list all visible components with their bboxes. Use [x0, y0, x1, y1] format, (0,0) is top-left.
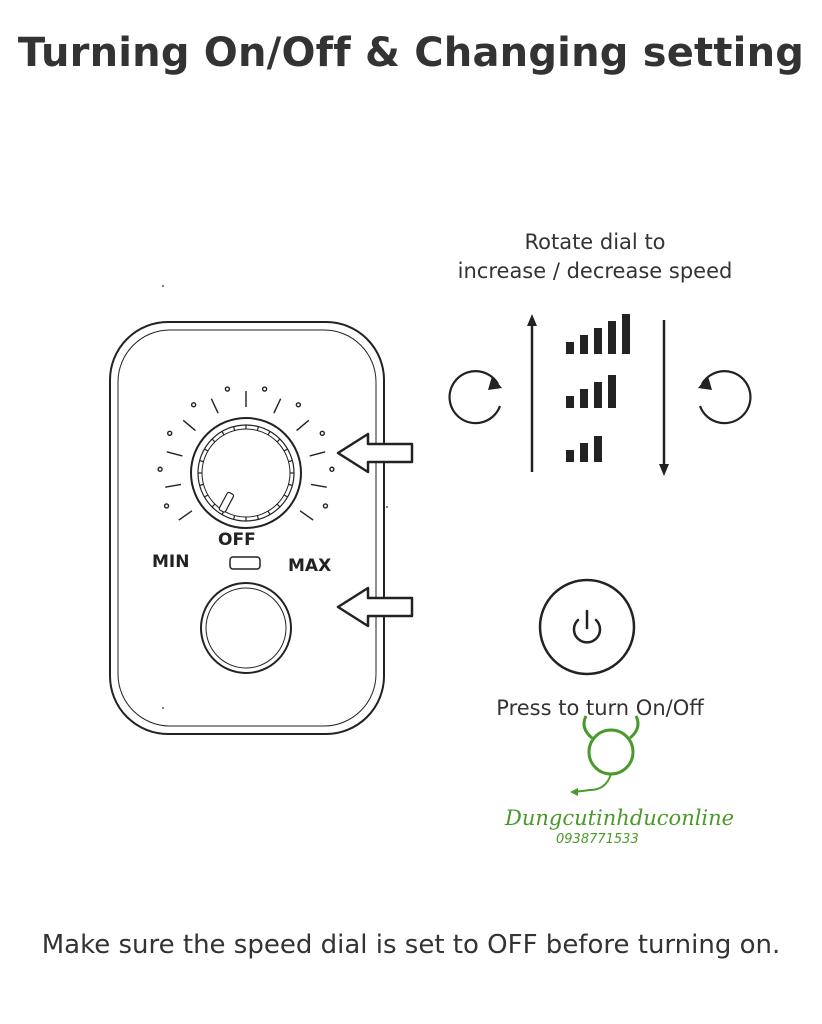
dial-tick [310, 483, 327, 488]
dial-notch [283, 494, 288, 498]
dial-tick [178, 510, 193, 521]
power-button[interactable] [200, 582, 292, 674]
signal-bar [594, 328, 602, 354]
dial-dot [329, 466, 335, 472]
dial-pointer [218, 491, 235, 513]
dial-notch [199, 483, 204, 487]
dial-tick [182, 419, 196, 432]
signal-bar [566, 450, 574, 462]
dial-notch [211, 503, 216, 508]
dial-tick [296, 419, 310, 432]
signal-bar [566, 342, 574, 354]
dial-dot [163, 503, 170, 509]
dial-dot [261, 386, 268, 392]
signal-bar [594, 382, 602, 408]
signal-bar [608, 375, 616, 408]
dial-tick-marks [157, 386, 335, 521]
panel-dot [386, 506, 388, 508]
dial-dot [167, 430, 173, 436]
power-icon [538, 578, 636, 676]
dial-label-off: OFF [218, 530, 256, 550]
arrow-up-icon [527, 314, 537, 472]
bottom-note: Make sure the speed dial is set to OFF b… [41, 930, 781, 960]
dial-notch [256, 426, 260, 431]
dial-tick [165, 483, 182, 488]
speed-level-medium [566, 375, 616, 408]
dial-notch [288, 483, 293, 487]
dial-dot [319, 430, 325, 436]
dial-tick [299, 510, 314, 521]
dial-dot [295, 402, 302, 408]
dial-label-max: MAX [288, 556, 332, 576]
dial-dot [190, 402, 197, 408]
speed-level-indicators [566, 314, 630, 462]
dial-notch [283, 448, 288, 452]
dial-notch [204, 494, 209, 498]
dial-notch [221, 431, 225, 436]
dial-notch [199, 459, 204, 463]
dial-notch [256, 515, 260, 520]
watermark-brand: Dungcutinhduconline [505, 806, 735, 830]
signal-bar [580, 443, 588, 462]
signal-bar [594, 436, 602, 462]
dial-tick [210, 398, 219, 414]
dial-notch [288, 459, 293, 463]
indicator-light [229, 556, 261, 570]
dial-notch [267, 431, 271, 436]
speed-level-low [566, 436, 602, 462]
dial-instruction-line2: increase / decrease speed [457, 259, 733, 283]
dial-notch [232, 426, 236, 431]
rotate-counterclockwise-icon [698, 370, 752, 425]
dial-label-min: MIN [152, 552, 190, 572]
signal-bar [622, 314, 630, 354]
watermark-logo [570, 715, 640, 796]
dial-notch [232, 515, 236, 520]
signal-bar [580, 389, 588, 408]
pointer-arrow-icon [336, 586, 414, 628]
dial-instruction-line1: Rotate dial to [524, 230, 666, 254]
dial-tick [309, 451, 326, 457]
panel-dot [162, 707, 164, 709]
speed-level-high [566, 314, 630, 354]
page-title: Turning On/Off & Changing setting [17, 30, 805, 76]
pointer-arrow-icon [336, 432, 414, 474]
watermark-phone: 0938771533 [556, 832, 639, 847]
dial-dot [157, 466, 163, 472]
dial-notch [267, 510, 271, 515]
arrow-down-icon [659, 320, 669, 476]
signal-bar [566, 396, 574, 408]
signal-bar [580, 335, 588, 354]
rotate-clockwise-icon [448, 370, 502, 425]
dial-instruction: Rotate dial to increase / decrease speed [430, 228, 760, 286]
dial-notch [276, 503, 281, 508]
dial-dot [322, 503, 329, 509]
dial-notch [276, 438, 281, 443]
dial-dot [224, 386, 231, 392]
dial-notch [204, 448, 209, 452]
signal-bar [608, 321, 616, 354]
dial-tick [166, 451, 183, 457]
power-instruction: Press to turn On/Off [496, 696, 704, 720]
dial-tick [273, 398, 282, 414]
dial-notch [211, 438, 216, 443]
speed-dial[interactable] [190, 417, 302, 529]
panel-dot [162, 285, 164, 287]
